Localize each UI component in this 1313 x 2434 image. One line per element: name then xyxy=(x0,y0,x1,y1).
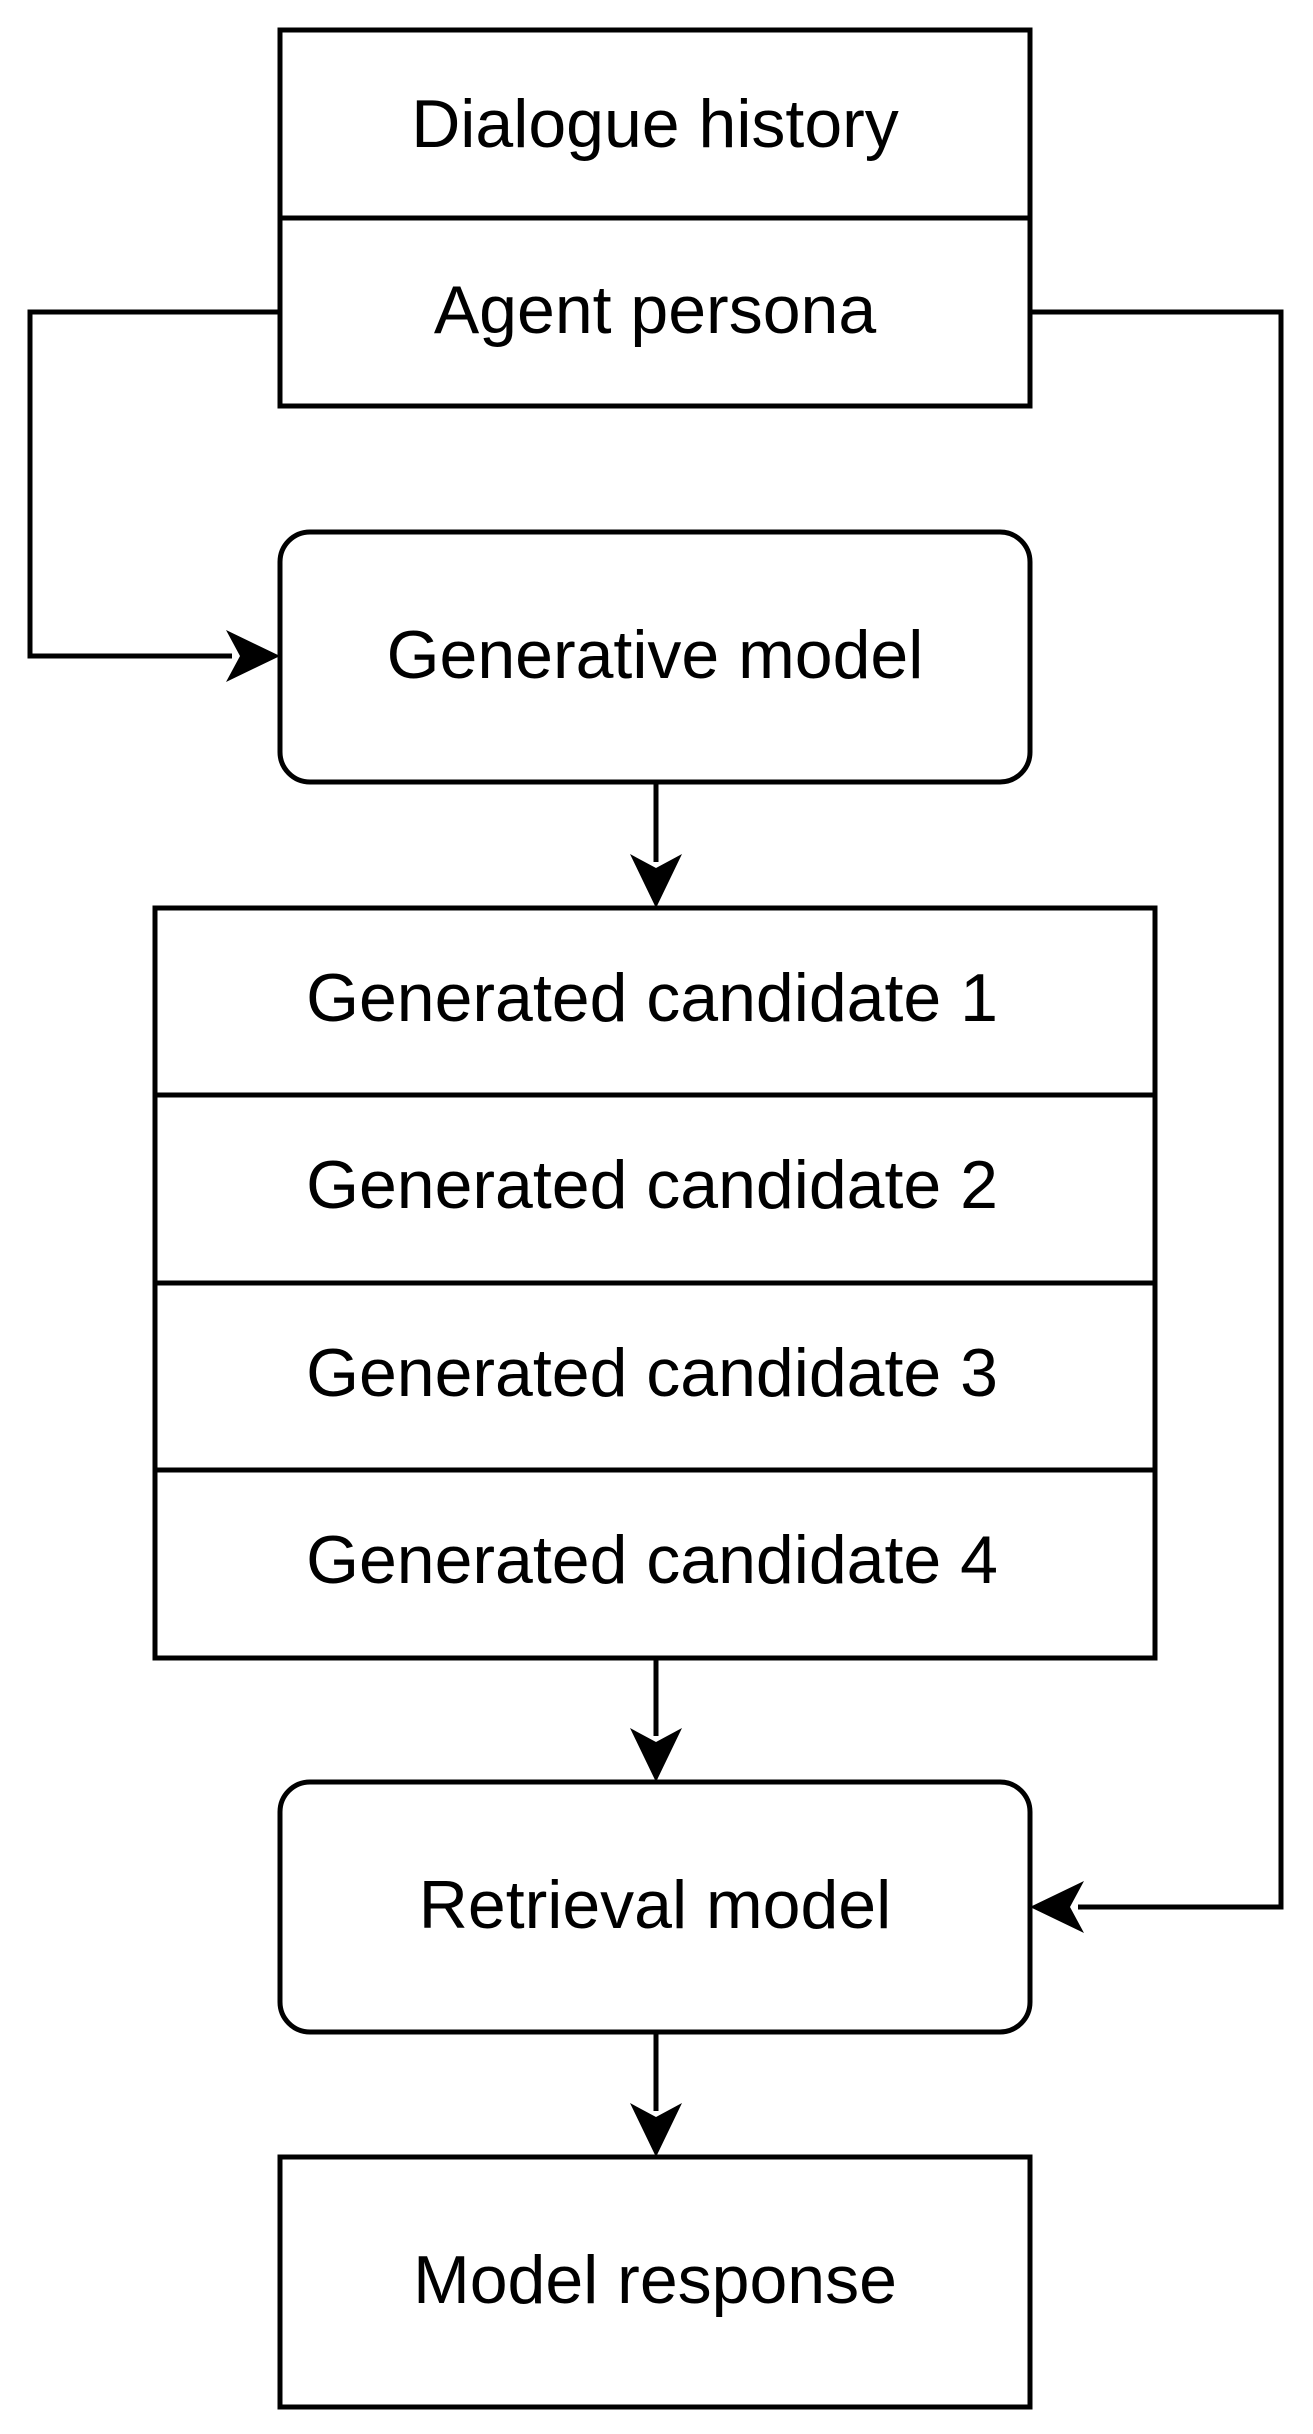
arrowhead-down-icon xyxy=(630,2103,682,2157)
retrieval-model-label: Retrieval model xyxy=(419,1867,891,1943)
edge-persona-to-retrieval-line xyxy=(1030,309,1284,1910)
arrowhead-left-icon xyxy=(1030,1881,1084,1933)
input-stack: Dialogue history Agent persona xyxy=(277,27,1033,409)
candidates-stack: Generated candidate 1 Generated candidat… xyxy=(152,905,1158,1661)
candidate-2-label: Generated candidate 2 xyxy=(306,1147,998,1223)
generative-model-node: Generative model xyxy=(277,529,1033,785)
agent-persona-label: Agent persona xyxy=(434,272,877,348)
retrieval-model-node: Retrieval model xyxy=(277,1779,1033,2035)
arrowhead-down-icon xyxy=(630,854,682,908)
model-response-box xyxy=(277,2154,1033,2410)
edge-persona-to-generative xyxy=(27,309,280,682)
arrowhead-down-icon xyxy=(630,1728,682,1782)
model-response-node: Model response xyxy=(277,2154,1033,2410)
candidate-1-label: Generated candidate 1 xyxy=(306,960,998,1036)
edge-persona-to-retrieval xyxy=(1030,309,1284,1933)
candidate-3-label: Generated candidate 3 xyxy=(306,1335,998,1411)
edge-persona-to-generative-line xyxy=(27,309,280,659)
edge-candidates-to-retrieval xyxy=(630,1658,682,1782)
candidate-4-label: Generated candidate 4 xyxy=(306,1522,998,1598)
arrowhead-right-icon xyxy=(226,630,280,682)
dialogue-history-label: Dialogue history xyxy=(411,86,899,162)
edge-generative-to-candidates xyxy=(630,782,682,908)
edge-retrieval-to-response xyxy=(630,2032,682,2157)
model-response-label: Model response xyxy=(413,2242,897,2318)
generative-model-label: Generative model xyxy=(387,617,924,693)
